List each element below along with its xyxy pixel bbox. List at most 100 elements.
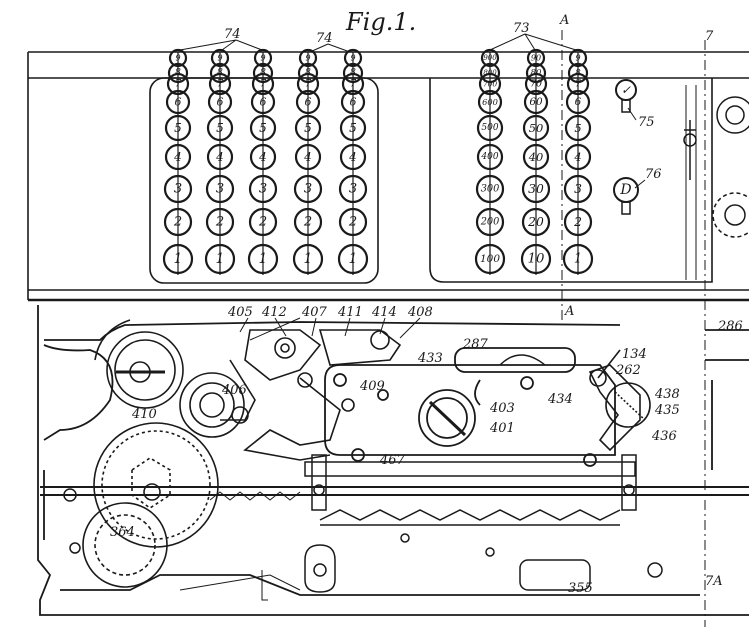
key-left-c1-6[interactable]: 6: [165, 89, 191, 115]
ref-7: 7: [705, 29, 714, 44]
key-right-c1-300[interactable]: 300: [475, 174, 505, 204]
key-right-c1-500[interactable]: 500: [476, 114, 504, 142]
key-right-c2-40[interactable]: 40: [522, 143, 550, 171]
key-right-c2-20[interactable]: 20: [521, 207, 551, 237]
key-right-c3-1-cap: [562, 243, 594, 275]
key-right-c3-7-label: 7: [575, 79, 582, 90]
key-right-c3-3[interactable]: 3: [563, 174, 593, 204]
key-left-c3-9[interactable]: 9: [253, 48, 273, 68]
key-left-c3-6[interactable]: 6: [250, 89, 276, 115]
key-left-c3-5[interactable]: 5: [249, 114, 277, 142]
key-right-c1-200[interactable]: 200: [475, 207, 505, 237]
key-left-c4-2-cap: [293, 207, 323, 237]
key-right-c3-4[interactable]: 4: [564, 143, 592, 171]
key-left-c2-2[interactable]: 2: [205, 207, 235, 237]
key-right-c1-600[interactable]: 600: [477, 89, 503, 115]
ref-355: 355: [568, 581, 593, 596]
key-right-c1-100[interactable]: 100: [474, 243, 506, 275]
key-left-c2-7[interactable]: 7: [208, 72, 232, 96]
key-right-c3-9[interactable]: 9: [568, 48, 588, 68]
key-left-c4-7[interactable]: 7: [296, 72, 320, 96]
key-left-c1-3[interactable]: 3: [163, 174, 193, 204]
key-left-c1-3-label: 3: [174, 182, 182, 197]
key-left-c1-3-cap: [163, 174, 193, 204]
key-left-c1-6-label: 6: [175, 96, 182, 109]
key-left-c4-2[interactable]: 2: [293, 207, 323, 237]
key-left-c5-7[interactable]: 7: [341, 72, 365, 96]
key-left-c2-4[interactable]: 4: [206, 143, 234, 171]
key-right-c3-5-cap: [564, 114, 592, 142]
key-left-c1-5[interactable]: 5: [164, 114, 192, 142]
ref-73: 73: [513, 21, 530, 36]
key-right-c3-5[interactable]: 5: [564, 114, 592, 142]
key-right-c2-20-cap: [521, 207, 551, 237]
key-right-c3-1[interactable]: 1: [562, 243, 594, 275]
key-left-c1-7-cap: [166, 72, 190, 96]
key-left-c3-6-cap: [250, 89, 276, 115]
key-right-c2-30-label: 30: [528, 182, 544, 196]
key-left-c4-6[interactable]: 6: [295, 89, 321, 115]
key-right-c3-6-cap: [565, 89, 591, 115]
key-left-c5-1[interactable]: 1: [337, 243, 369, 275]
key-left-c5-3[interactable]: 3: [338, 174, 368, 204]
key-left-c3-7[interactable]: 7: [251, 72, 275, 96]
key-right-c2-70-label: 70: [530, 79, 542, 90]
key-left-c1-5-cap: [164, 114, 192, 142]
key-right-c2-50[interactable]: 50: [522, 114, 550, 142]
key-left-c4-3[interactable]: 3: [293, 174, 323, 204]
key-right-c1-400[interactable]: 400: [476, 143, 504, 171]
key-right-c1-700[interactable]: 700: [478, 72, 502, 96]
key-left-c2-6-cap: [207, 89, 233, 115]
key-left-c3-1-label: 1: [259, 251, 268, 267]
key-right-c1-600-cap: [477, 89, 503, 115]
key-left-c2-1[interactable]: 1: [204, 243, 236, 275]
key-left-c5-2[interactable]: 2: [338, 207, 368, 237]
key-left-c3-1[interactable]: 1: [247, 243, 279, 275]
key-left-c4-9[interactable]: 9: [298, 48, 318, 68]
key-left-c5-6[interactable]: 6: [340, 89, 366, 115]
key-right-c2-70[interactable]: 70: [524, 72, 548, 96]
key-right-c2-60-label: 60: [529, 96, 543, 108]
key-left-c4-4[interactable]: 4: [294, 143, 322, 171]
key-left-c1-9[interactable]: 9: [168, 48, 188, 68]
key-left-c3-2-cap: [248, 207, 278, 237]
key-right-c2-10[interactable]: 10: [520, 243, 552, 275]
key-right-c2-90[interactable]: 90: [526, 48, 546, 68]
key-right-c3-5-label: 5: [574, 121, 581, 135]
key-left-c5-9[interactable]: 9: [343, 48, 363, 68]
key-left-c4-6-cap: [295, 89, 321, 115]
key-left-c1-4[interactable]: 4: [164, 143, 192, 171]
key-left-c4-5[interactable]: 5: [294, 114, 322, 142]
key-right-c3-7[interactable]: 7: [566, 72, 590, 96]
special-key-76: D: [613, 177, 639, 215]
key-right-c3-6[interactable]: 6: [565, 89, 591, 115]
ref-7a: 7A: [705, 574, 723, 589]
key-right-c3-2[interactable]: 2: [563, 207, 593, 237]
key-left-c5-4[interactable]: 4: [339, 143, 367, 171]
key-left-c2-6[interactable]: 6: [207, 89, 233, 115]
key-left-c2-9[interactable]: 9: [210, 48, 230, 68]
key-left-c3-5-label: 5: [259, 121, 267, 135]
special-key-75: ✓: [615, 79, 637, 113]
ref-412: 412: [261, 305, 287, 320]
key-right-c2-60[interactable]: 60: [523, 89, 549, 115]
key-left-c3-2[interactable]: 2: [248, 207, 278, 237]
upper-housing: [27, 30, 749, 627]
leader-lines: [179, 33, 646, 339]
key-left-c5-5[interactable]: 5: [339, 114, 367, 142]
key-left-c3-3[interactable]: 3: [248, 174, 278, 204]
key-left-c3-4[interactable]: 4: [249, 143, 277, 171]
key-left-c1-2[interactable]: 2: [163, 207, 193, 237]
key-left-c1-1[interactable]: 1: [162, 243, 194, 275]
key-left-c2-3[interactable]: 3: [205, 174, 235, 204]
lower-frame: [37, 305, 749, 616]
key-left-c2-9-label: 9: [217, 54, 222, 63]
key-right-c2-50-cap: [522, 114, 550, 142]
key-left-c3-1-cap: [247, 243, 279, 275]
key-right-c2-30[interactable]: 30: [521, 174, 551, 204]
key-right-c1-900-label: 900: [483, 54, 497, 62]
key-left-c4-1[interactable]: 1: [292, 243, 324, 275]
key-right-c3-9-label: 9: [575, 54, 580, 63]
key-left-c2-5[interactable]: 5: [206, 114, 234, 142]
key-left-c1-7[interactable]: 7: [166, 72, 190, 96]
